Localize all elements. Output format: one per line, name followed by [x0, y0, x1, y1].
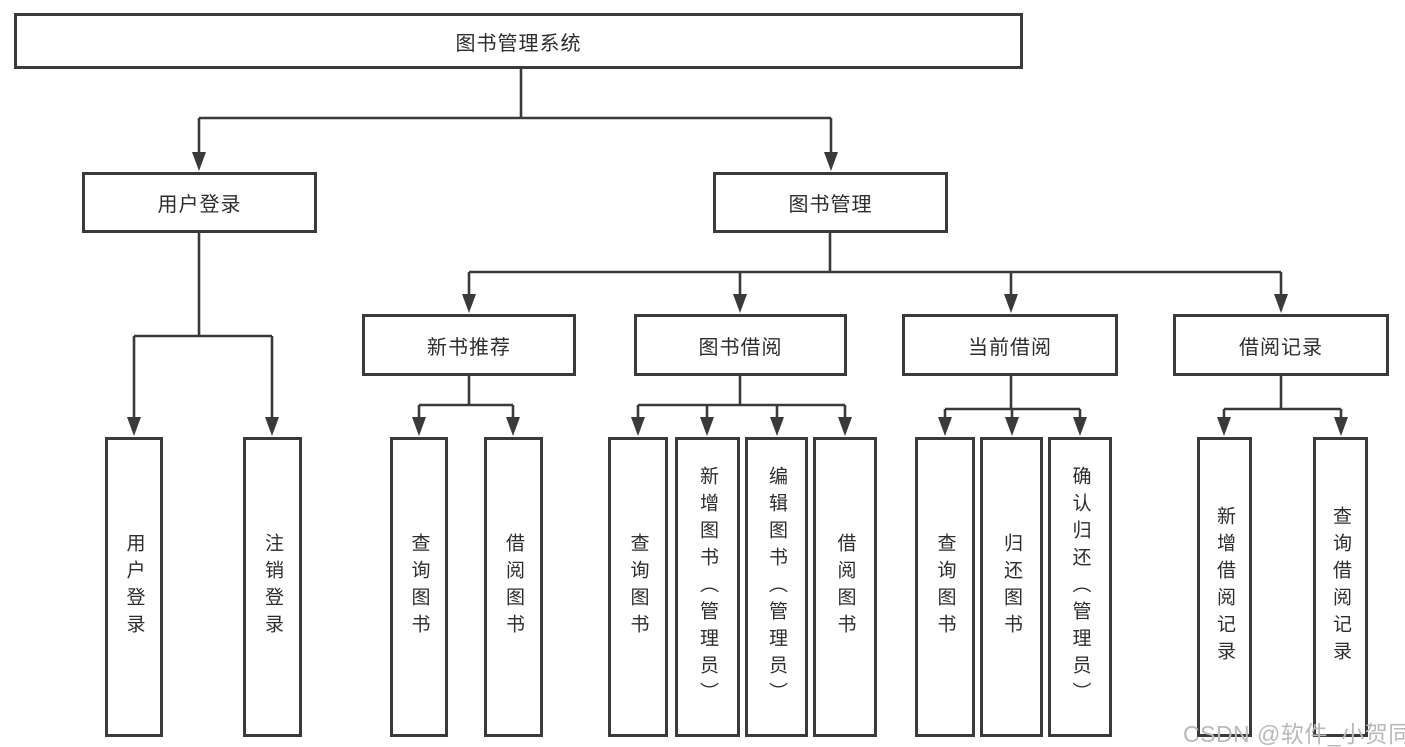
- leaf-user-login-label: 用户登录: [123, 533, 145, 641]
- leaf-add-borrow-record-label: 新增借阅记录: [1214, 506, 1235, 668]
- node-book-borrowing: 图书借阅: [634, 314, 847, 376]
- leaf-borrow-books-recommend: 借阅图书: [484, 437, 543, 737]
- leaf-query-books-borrowing-label: 查询图书: [627, 533, 649, 641]
- leaf-edit-book-admin: 编辑图书（管理员）: [745, 437, 808, 737]
- leaf-confirm-return-admin: 确认归还（管理员）: [1048, 437, 1112, 737]
- leaf-borrow-books-borrowing: 借阅图书: [813, 437, 877, 737]
- leaf-confirm-return-admin-label: 确认归还（管理员）: [1069, 465, 1091, 709]
- leaf-borrow-books-borrowing-label: 借阅图书: [834, 533, 856, 641]
- node-borrowing-records: 借阅记录: [1173, 314, 1389, 376]
- node-current-borrowing: 当前借阅: [902, 314, 1118, 376]
- leaf-return-books: 归还图书: [980, 437, 1043, 737]
- leaf-user-login: 用户登录: [105, 437, 163, 737]
- node-user-login-label: 用户登录: [157, 194, 242, 216]
- leaf-edit-book-admin-label: 编辑图书（管理员）: [766, 465, 787, 709]
- leaf-add-borrow-record: 新增借阅记录: [1197, 437, 1252, 737]
- node-new-book-recommend: 新书推荐: [362, 314, 576, 376]
- leaf-query-books-current-label: 查询图书: [934, 533, 956, 641]
- node-library-system: 图书管理系统: [14, 13, 1023, 69]
- leaf-query-books-recommend-label: 查询图书: [408, 533, 430, 641]
- node-library-system-label: 图书管理系统: [455, 32, 582, 55]
- csdn-watermark: CSDN @软件_小贺同学: [1183, 721, 1405, 747]
- node-current-borrowing-label: 当前借阅: [968, 336, 1052, 359]
- leaf-logout: 注销登录: [243, 437, 302, 737]
- leaf-query-books-current: 查询图书: [915, 437, 975, 737]
- leaf-borrow-books-recommend-label: 借阅图书: [503, 533, 524, 641]
- leaf-logout-label: 注销登录: [262, 533, 283, 641]
- leaf-add-book-admin-label: 新增图书（管理员）: [697, 465, 718, 709]
- node-borrowing-records-label: 借阅记录: [1239, 336, 1323, 359]
- node-new-book-recommend-label: 新书推荐: [427, 336, 511, 359]
- node-book-management: 图书管理: [713, 172, 948, 233]
- leaf-query-books-recommend: 查询图书: [390, 437, 448, 737]
- node-book-borrowing-label: 图书借阅: [698, 336, 783, 359]
- node-user-login: 用户登录: [82, 172, 317, 233]
- leaf-add-book-admin: 新增图书（管理员）: [675, 437, 740, 737]
- leaf-query-borrow-record-label: 查询借阅记录: [1330, 506, 1351, 668]
- leaf-query-books-borrowing: 查询图书: [608, 437, 668, 737]
- leaf-query-borrow-record: 查询借阅记录: [1313, 437, 1368, 737]
- leaf-return-books-label: 归还图书: [1001, 533, 1022, 641]
- node-book-management-label: 图书管理: [788, 194, 873, 216]
